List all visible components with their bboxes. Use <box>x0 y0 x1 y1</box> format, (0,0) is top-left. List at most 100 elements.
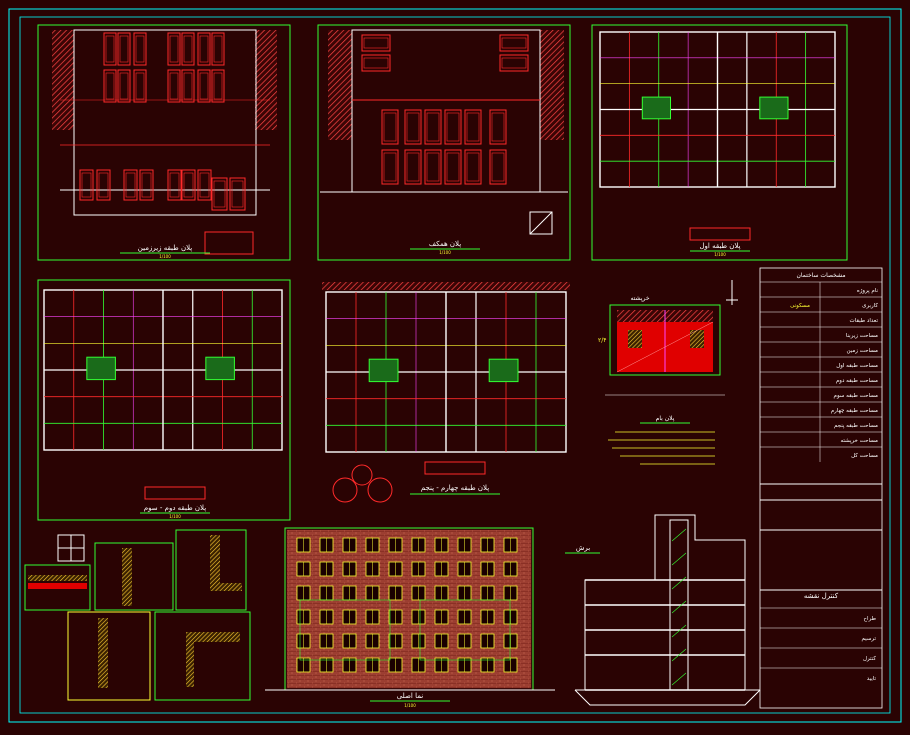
parking-stall <box>444 109 462 145</box>
parking-stall <box>79 169 94 201</box>
car-outline <box>446 152 460 182</box>
parking-stall <box>167 69 181 103</box>
parking-stall <box>381 149 399 185</box>
panel-elevation: نما اصلی 1/100 <box>265 527 555 708</box>
detail-circle <box>332 477 358 503</box>
car-outline <box>406 152 420 182</box>
car-outline <box>213 72 223 100</box>
parking-stall <box>489 109 507 145</box>
parking-stall <box>133 32 147 66</box>
car-outline <box>466 112 480 142</box>
parking-stall <box>499 54 529 72</box>
parking-stalls <box>361 34 529 185</box>
panel-ground-parking: پلان همکف 1/100 <box>317 24 571 261</box>
car-outline <box>119 72 129 100</box>
inner-frame <box>19 16 891 714</box>
parking-stall <box>117 32 131 66</box>
car-outline <box>169 172 180 198</box>
car-outline <box>501 37 527 49</box>
panel-title: برش <box>576 544 590 552</box>
title-block-label: مساحت زیربنا <box>846 333 878 339</box>
stair-flight <box>671 648 687 662</box>
car-outline <box>406 112 420 142</box>
stair-flight <box>671 672 687 686</box>
title-block-label: نام پروژه <box>857 288 879 294</box>
floor-plan <box>43 289 283 451</box>
parking-stall <box>381 109 399 145</box>
section-floors <box>585 528 745 691</box>
panel-title: پلان بام <box>656 415 675 422</box>
parking-stall <box>424 109 442 145</box>
car-outline <box>119 35 129 63</box>
car-outline <box>199 72 209 100</box>
title-block-check: ترسیم <box>862 636 877 642</box>
parking-stall <box>103 32 117 66</box>
title-block-label: مساحت طبقه دوم <box>836 378 878 384</box>
parking-stall <box>197 69 211 103</box>
parking-stall <box>361 54 391 72</box>
stone-panel <box>419 599 511 661</box>
title-block-label: مساحت کل <box>851 452 878 459</box>
panel-title: پلان طبقه اول <box>699 242 740 250</box>
title-block-label: کاربری <box>862 302 878 309</box>
panel-first-floor: پلان طبقه اول 1/100 <box>591 24 848 261</box>
stair-core <box>488 358 519 383</box>
parking-stall <box>133 69 147 103</box>
parking-stall <box>181 32 195 66</box>
parking-stall <box>464 149 482 185</box>
panel-title: پلان طبقه زیرزمین <box>138 244 193 252</box>
panel-title: پلان طبقه چهارم - پنجم <box>421 484 489 492</box>
stair-core <box>641 96 671 120</box>
parking-stalls <box>79 32 246 211</box>
parking-stall <box>197 169 212 201</box>
car-outline <box>491 112 505 142</box>
stair-flight <box>671 600 687 614</box>
car-outline <box>383 112 397 142</box>
stone-panel <box>299 599 391 661</box>
panel-title: نما اصلی <box>397 692 423 700</box>
car-outline <box>98 172 109 198</box>
car-outline <box>135 35 145 63</box>
title-block-label: مساحت طبقه پنجم <box>834 423 878 429</box>
title-block-check: تایید <box>867 676 877 682</box>
roof-dimension: ۲/۴ <box>598 337 606 344</box>
car-outline <box>231 180 244 208</box>
panel-scale: 1/100 <box>159 254 171 259</box>
car-outline <box>141 172 152 198</box>
parking-stall <box>117 69 131 103</box>
parking-stall <box>361 34 391 52</box>
panel-scale: 1/100 <box>439 250 451 255</box>
parking-stall <box>167 32 181 66</box>
parking-stall <box>211 177 228 211</box>
title-block-check: طراح <box>864 616 877 622</box>
car-outline <box>169 72 179 100</box>
panel-fourth-fifth: پلان طبقه چهارم - پنجم <box>322 282 570 503</box>
stair-core <box>205 356 235 381</box>
title-block-header: مشخصات ساختمان <box>796 272 845 279</box>
title-block-label: مساحت خرپشته <box>840 438 878 444</box>
title-block-value: مسکونی <box>790 302 810 309</box>
elevation-windows <box>296 537 518 673</box>
parking-stall <box>167 169 182 201</box>
title-block-label: تعداد طبقات <box>850 318 879 324</box>
stair-core <box>759 96 789 120</box>
car-outline <box>426 112 440 142</box>
car-outline <box>105 35 115 63</box>
car-outline <box>426 152 440 182</box>
car-outline <box>169 35 179 63</box>
car-outline <box>199 172 210 198</box>
parking-stall <box>211 69 225 103</box>
parking-stall <box>229 177 246 211</box>
parking-stall <box>197 32 211 66</box>
stair-flight <box>671 528 687 542</box>
stair-flight <box>671 576 687 590</box>
car-outline <box>183 72 193 100</box>
panel-roof: خرپشته ۲/۴ پلان بام <box>598 280 738 424</box>
car-outline <box>183 35 193 63</box>
panel-scale: 1/100 <box>169 514 181 519</box>
car-outline <box>501 57 527 69</box>
title-block-label: مساحت طبقه چهارم <box>831 408 878 414</box>
panel-section: برش <box>565 514 761 706</box>
